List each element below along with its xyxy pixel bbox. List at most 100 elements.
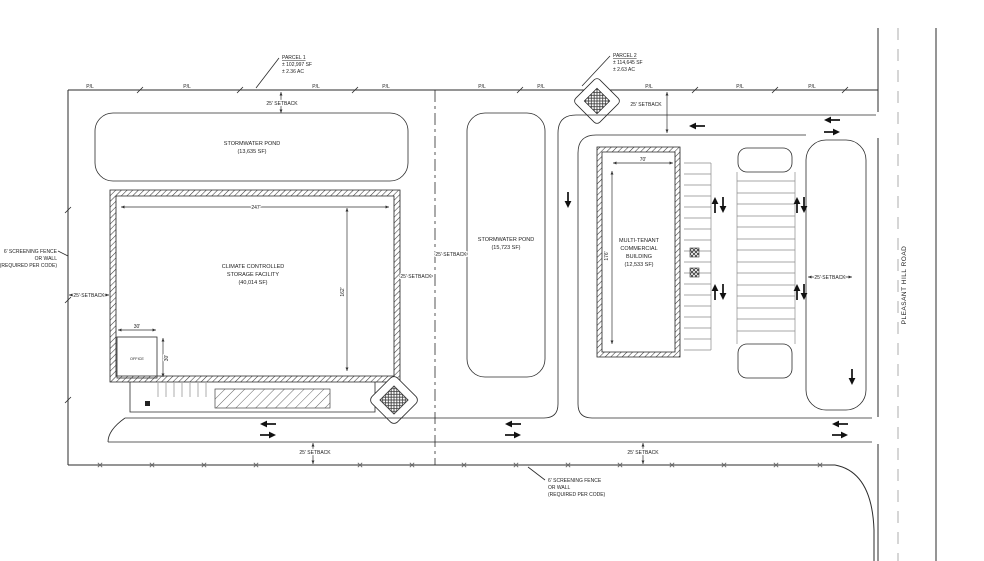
commercial-building-walls [596,146,681,358]
parcel2-leader [581,55,611,87]
accessible-parking-icon [145,401,150,406]
storage-building-label-1: CLIMATE CONTROLLED [222,264,285,270]
parking-island-south [737,343,793,379]
storage-building-area: (40,014 SF) [238,280,267,286]
fence-note-line-3: (REQUIRED PER CODE) [548,492,606,498]
storage-depth-dim: 162' [340,287,346,296]
utility-pad-icon [689,247,700,258]
fence-note-west-leader [57,250,69,257]
fence-note-line-1: 6' SCREENING FENCE [548,478,602,484]
pond-west-outline [94,112,409,182]
parcel2-name: PARCEL 2 [613,53,637,59]
property-line-label: P/L [478,84,486,90]
property-line-label: P/L [537,84,545,90]
traffic-arrow-left-icon [823,115,841,125]
pond-central-outline [466,112,546,378]
parcel2-area-ac: ± 2.63 AC [613,67,635,73]
fence-note-west: 6' SCREENING FENCE OR WALL (REQUIRED PER… [0,249,69,269]
property-line-southeast-curve [834,464,875,561]
traffic-arrow-up-icon [792,196,802,214]
fence-note-south: 6' SCREENING FENCE OR WALL (REQUIRED PER… [527,466,606,498]
property-boundary: P/L P/L P/L P/L P/L P/L P/L P/L P/L [64,83,878,561]
traffic-arrow-down-icon [563,191,573,209]
loop-outer-curb [543,114,876,419]
traffic-arrow-down-icon [718,196,728,214]
office-label: OFFICE [130,357,144,361]
parcel1-callout: PARCEL 1 ± 102,997 SF ± 2.36 AC [255,55,312,89]
traffic-arrow-left-icon [259,419,277,429]
landscape-strip-outline [805,139,867,411]
traffic-arrow-up-icon [792,283,802,301]
fence-note-south-leader [527,466,546,481]
setback-label: 25' SETBACK [299,450,331,456]
parcel1-area-sf: ± 102,997 SF [282,62,312,68]
dumpster-enclosure-south [370,376,418,424]
pond-west-area: (13,635 SF) [237,149,266,155]
parcel1-area-ac: ± 2.36 AC [282,69,304,75]
property-line-label: P/L [808,84,816,90]
south-drive-south-curb [107,417,872,443]
parcel2-callout: PARCEL 2 ± 114,645 SF ± 2.63 AC [581,53,643,87]
pleasant-hill-road: PLEASANT HILL ROAD [877,28,937,561]
property-line-label: P/L [736,84,744,90]
setback-label: 25' SETBACK [630,102,662,108]
setback-label: 25' SETBACK [73,293,105,299]
setback-dimensions: 25' SETBACK 25' SETBACK 25' SETBACK 25' … [69,92,852,464]
pond-west-name: STORMWATER POND [224,141,280,147]
commercial-building-label-2: COMMERCIAL [620,246,657,252]
traffic-arrow-down-icon [718,283,728,301]
boundary-ticks-west [64,206,72,404]
setback-label: 25' SETBACK [814,275,846,281]
dumpster-enclosure-north [574,78,620,124]
property-line-label: P/L [645,84,653,90]
property-line-label: P/L [382,84,390,90]
traffic-arrow-left-icon [688,121,706,131]
office-depth-dim: 30' [164,355,170,362]
storage-building-label-2: STORAGE FACILITY [227,272,279,278]
road-name-label: PLEASANT HILL ROAD [901,246,908,325]
commercial-building-label-3: BUILDING [626,254,652,260]
storage-width-dim: 247' [251,205,260,211]
traffic-arrow-right-icon [504,430,522,440]
traffic-arrow-down-icon [847,368,857,386]
setback-label: 25' SETBACK [266,101,298,107]
loading-dock-area [129,382,376,413]
traffic-arrow-up-icon [710,196,720,214]
loop-inner-curb [577,134,806,419]
parcel1-leader [255,57,280,89]
parking-island-north [737,147,793,173]
traffic-arrow-right-icon [831,430,849,440]
drive-aisles [107,114,876,443]
traffic-arrow-up-icon [710,283,720,301]
dock-ramp-stripes [214,388,331,409]
stormwater-pond-west: STORMWATER POND (13,635 SF) [94,112,409,182]
setback-label: 25' SETBACK [435,252,467,258]
commercial-width-dim: 70' [640,157,647,163]
parking-row-2-stalls [737,180,795,332]
property-line-label: P/L [312,84,320,90]
commercial-building-area: (12,533 SF) [624,262,653,268]
stormwater-pond-central: STORMWATER POND (15,723 SF) [466,112,546,378]
commercial-building: 70' 176' MULTI-TENANT COMMERCIAL BUILDIN… [596,146,681,358]
traffic-arrow-right-icon [823,127,841,137]
parcel2-area-sf: ± 114,645 SF [613,60,643,66]
setback-label: 25' SETBACK [400,274,432,280]
commercial-depth-dim: 176' [604,251,610,260]
parking-field [684,147,796,379]
traffic-arrow-left-icon [504,419,522,429]
traffic-arrow-left-icon [831,419,849,429]
storage-building: 247' 162' CLIMATE CONTROLLED STORAGE FAC… [109,189,401,383]
fence-note-line-2: OR WALL [35,256,58,262]
office-room-outline [116,336,158,379]
setback-label: 25' SETBACK [627,450,659,456]
property-line-label: P/L [183,84,191,90]
dock-door-ticks [157,383,207,397]
commercial-building-label-1: MULTI-TENANT [619,238,660,244]
traffic-arrow-right-icon [259,430,277,440]
parcel1-name: PARCEL 1 [282,55,306,61]
fence-note-line-2: OR WALL [548,485,571,491]
dumpster-south-pad [379,385,409,415]
storage-building-walls [109,189,401,383]
dumpster-north-pad [583,87,611,115]
